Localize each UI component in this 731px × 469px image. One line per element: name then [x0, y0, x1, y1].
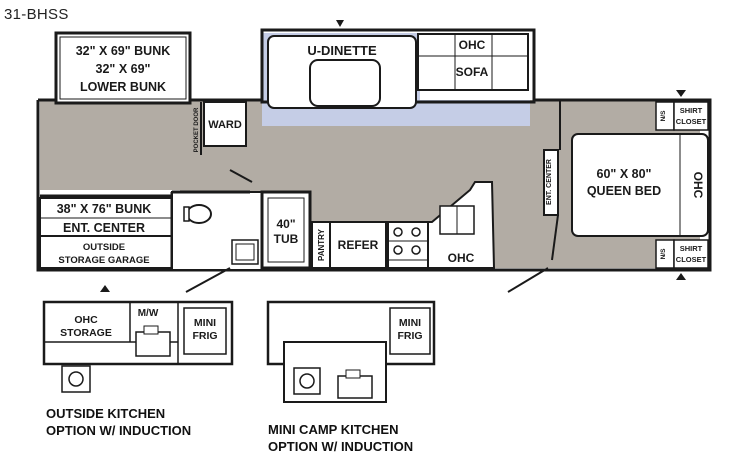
front-bunk	[54, 31, 192, 105]
ent-center-label: ENT. CENTER	[63, 221, 145, 235]
closet-top-label-1: SHIRT	[680, 106, 703, 115]
ck-frig-label-2: FRIG	[397, 330, 422, 342]
entry-door-rear	[507, 267, 549, 293]
outside-cooktop	[61, 365, 91, 393]
sofa	[417, 33, 529, 91]
entry-door-front	[185, 267, 231, 293]
tub	[260, 190, 312, 270]
ok-frig-label-1: MINI	[194, 317, 216, 329]
ward-label: WARD	[208, 119, 242, 131]
bed-label-1: 60" X 80"	[597, 167, 652, 181]
camp-kitchen-caption-1: MINI CAMP KITCHEN	[268, 422, 399, 437]
camp-mini-frig	[389, 307, 431, 355]
outside-kitchen-caption-2: OPTION W/ INDUCTION	[46, 423, 192, 438]
tub-label-1: 40"	[276, 217, 295, 231]
front-bunk-label-1: 32" X 69" BUNK	[76, 44, 171, 58]
refer	[329, 221, 387, 269]
ok-mw-label: M/W	[138, 308, 159, 319]
pocket-door-label: POCKET DOOR	[194, 107, 200, 152]
ok-frig-label-2: FRIG	[192, 330, 217, 342]
tub-label-2: TUB	[274, 232, 299, 246]
ent-center-2-label: ENT. CENTER	[546, 159, 553, 205]
marker-top-rear	[676, 90, 686, 97]
model-title: 31-BHSS	[4, 6, 69, 23]
ok-ohc-label-1: OHC	[74, 314, 98, 326]
outside-mini-frig	[183, 307, 227, 355]
camp-kitchen-caption-2: OPTION W/ INDUCTION	[268, 439, 414, 454]
closet-top-label-2: CLOSET	[676, 117, 707, 126]
closet-bottom-label-2: CLOSET	[676, 255, 707, 264]
bed-ohc-label: OHC	[691, 172, 705, 199]
ck-frig-label-1: MINI	[399, 317, 421, 329]
marker-top-dinette	[336, 20, 344, 27]
closet-top	[673, 101, 709, 131]
outside-kitchen-caption-1: OUTSIDE KITCHEN	[46, 406, 166, 421]
marker-bottom-rear	[676, 273, 686, 280]
ward	[203, 101, 247, 147]
bed-label-2: QUEEN BED	[587, 184, 661, 198]
dinette-table	[309, 59, 381, 107]
kitchen-ohc-label: OHC	[448, 251, 475, 265]
ns-top-label: N/S	[660, 110, 667, 122]
queen-bed	[571, 133, 709, 237]
ok-ohc-label-2: STORAGE	[60, 327, 112, 339]
marker-bottom-front	[100, 285, 110, 292]
pantry-label: PANTRY	[317, 228, 326, 261]
dinette-label: U-DINETTE	[307, 43, 377, 58]
refer-label: REFER	[338, 238, 379, 252]
outside-sink	[135, 331, 171, 357]
toilet	[186, 204, 212, 224]
rear-bunk	[39, 197, 173, 269]
rear-bunk-label: 38" X 76" BUNK	[57, 202, 152, 216]
storage-label-2: STORAGE GARAGE	[58, 255, 149, 266]
front-bunk-label-2: 32" X 69"	[96, 62, 151, 76]
front-bunk-label-3: LOWER BUNK	[80, 80, 166, 94]
closet-bottom-label-1: SHIRT	[680, 244, 703, 253]
camp-sink	[337, 375, 373, 399]
camp-cooktop	[293, 367, 321, 395]
stove	[387, 221, 429, 269]
storage-label-1: OUTSIDE	[83, 242, 125, 253]
closet-bottom	[673, 239, 709, 269]
ns-bottom-label: N/S	[660, 248, 667, 260]
sofa-ohc-label: OHC	[459, 38, 486, 52]
sofa-label: SOFA	[456, 65, 489, 79]
